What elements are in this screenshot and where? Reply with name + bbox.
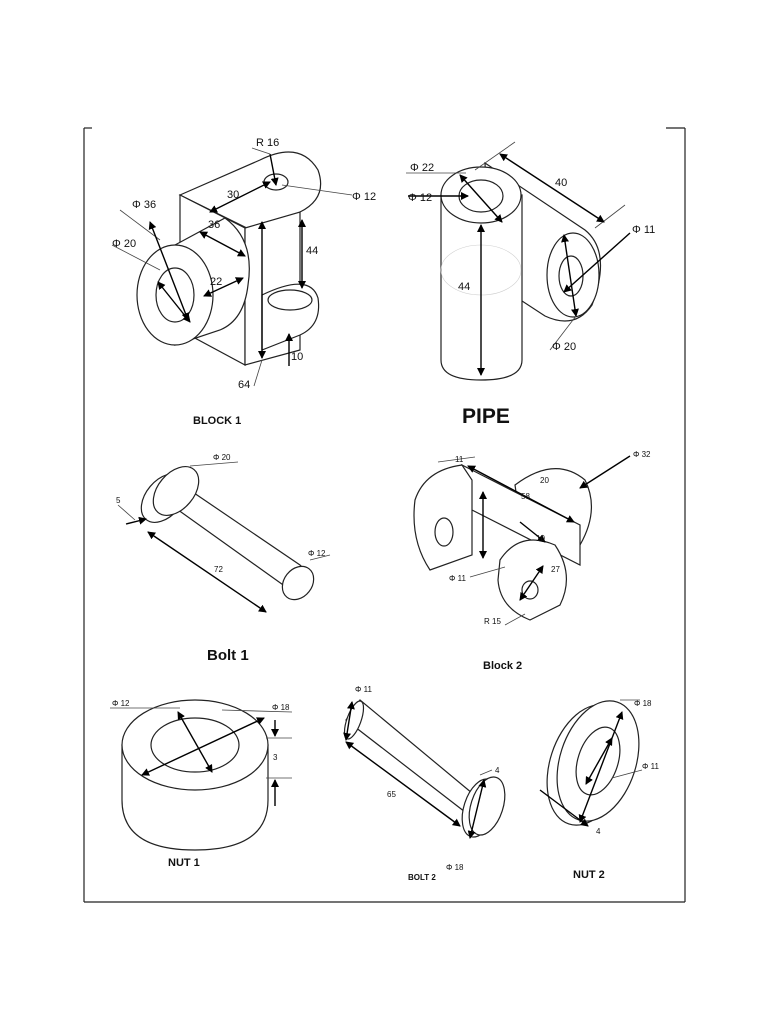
nut-1-drawing	[110, 699, 293, 851]
nut-1-title: NUT 1	[168, 857, 200, 869]
block-1-dim-64: 64	[238, 379, 250, 391]
nut-2-drawing	[539, 699, 643, 827]
block-2-dim-58: 58	[521, 492, 530, 501]
block-1-dim-d36: Φ 36	[132, 199, 156, 211]
pipe-dim-d12: Φ 12	[408, 192, 432, 204]
bolt-2-dim-4: 4	[495, 766, 500, 775]
block-1-dim-r16: R 16	[256, 137, 279, 149]
block-1-dim-30: 30	[227, 189, 239, 201]
nut-1-dim-d18: Φ 18	[272, 703, 290, 712]
block-2-dim-27: 27	[551, 565, 560, 574]
pipe-drawing	[406, 141, 631, 381]
block-1-dim-36: 36	[208, 219, 220, 231]
bolt-1-drawing	[117, 461, 331, 613]
bolt-2-title: BOLT 2	[408, 873, 436, 882]
block-2-drawing	[413, 455, 631, 626]
block-2-dim-11: 11	[455, 455, 464, 464]
block-1-dim-10: 10	[291, 351, 303, 363]
bolt-1-dim-72: 72	[214, 565, 223, 574]
bolt-1-dim-d20: Φ 20	[213, 453, 231, 462]
pipe-dim-d20: Φ 20	[552, 341, 576, 353]
pipe-dim-d11: Φ 11	[632, 224, 655, 236]
block-2-dim-r15: R 15	[484, 617, 501, 626]
block-1-dim-d20: Φ 20	[112, 238, 136, 250]
bolt-2-dim-65: 65	[387, 790, 396, 799]
bolt-1-dim-d12: Φ 12	[308, 549, 326, 558]
bolt-2-dim-d18: Φ 18	[446, 863, 464, 872]
nut-2-title: NUT 2	[573, 869, 605, 881]
block-2-dim-d32: Φ 32	[633, 450, 651, 459]
block-1-dim-22: 22	[210, 276, 222, 288]
pipe-dim-d22: Φ 22	[410, 162, 434, 174]
sheet-frame	[83, 127, 686, 903]
pipe-dim-40: 40	[555, 177, 567, 189]
nut-1-dim-d12: Φ 12	[112, 699, 130, 708]
block-1-dim-d12: Φ 12	[352, 191, 376, 203]
bolt-2-dim-d11: Φ 11	[355, 685, 372, 694]
bolt-1-title: Bolt 1	[207, 647, 249, 664]
block-2-dim-20: 20	[540, 476, 549, 485]
nut-2-dim-4: 4	[596, 827, 601, 836]
block-2-dim-d11: Φ 11	[449, 574, 466, 583]
bolt-1-dim-5: 5	[116, 496, 121, 505]
bolt-2-drawing	[343, 699, 506, 839]
nut-2-dim-d11: Φ 11	[642, 762, 659, 771]
pipe-dim-44: 44	[458, 281, 470, 293]
block-2-dim-10: 10	[536, 534, 545, 543]
block-2-title: Block 2	[483, 660, 522, 672]
nut-1-dim-3: 3	[273, 753, 278, 762]
block-1-title: BLOCK 1	[193, 415, 241, 427]
block-1-dim-44: 44	[306, 245, 318, 257]
block-1-drawing	[111, 147, 353, 387]
nut-2-dim-d18: Φ 18	[634, 699, 652, 708]
pipe-title: PIPE	[462, 405, 510, 428]
